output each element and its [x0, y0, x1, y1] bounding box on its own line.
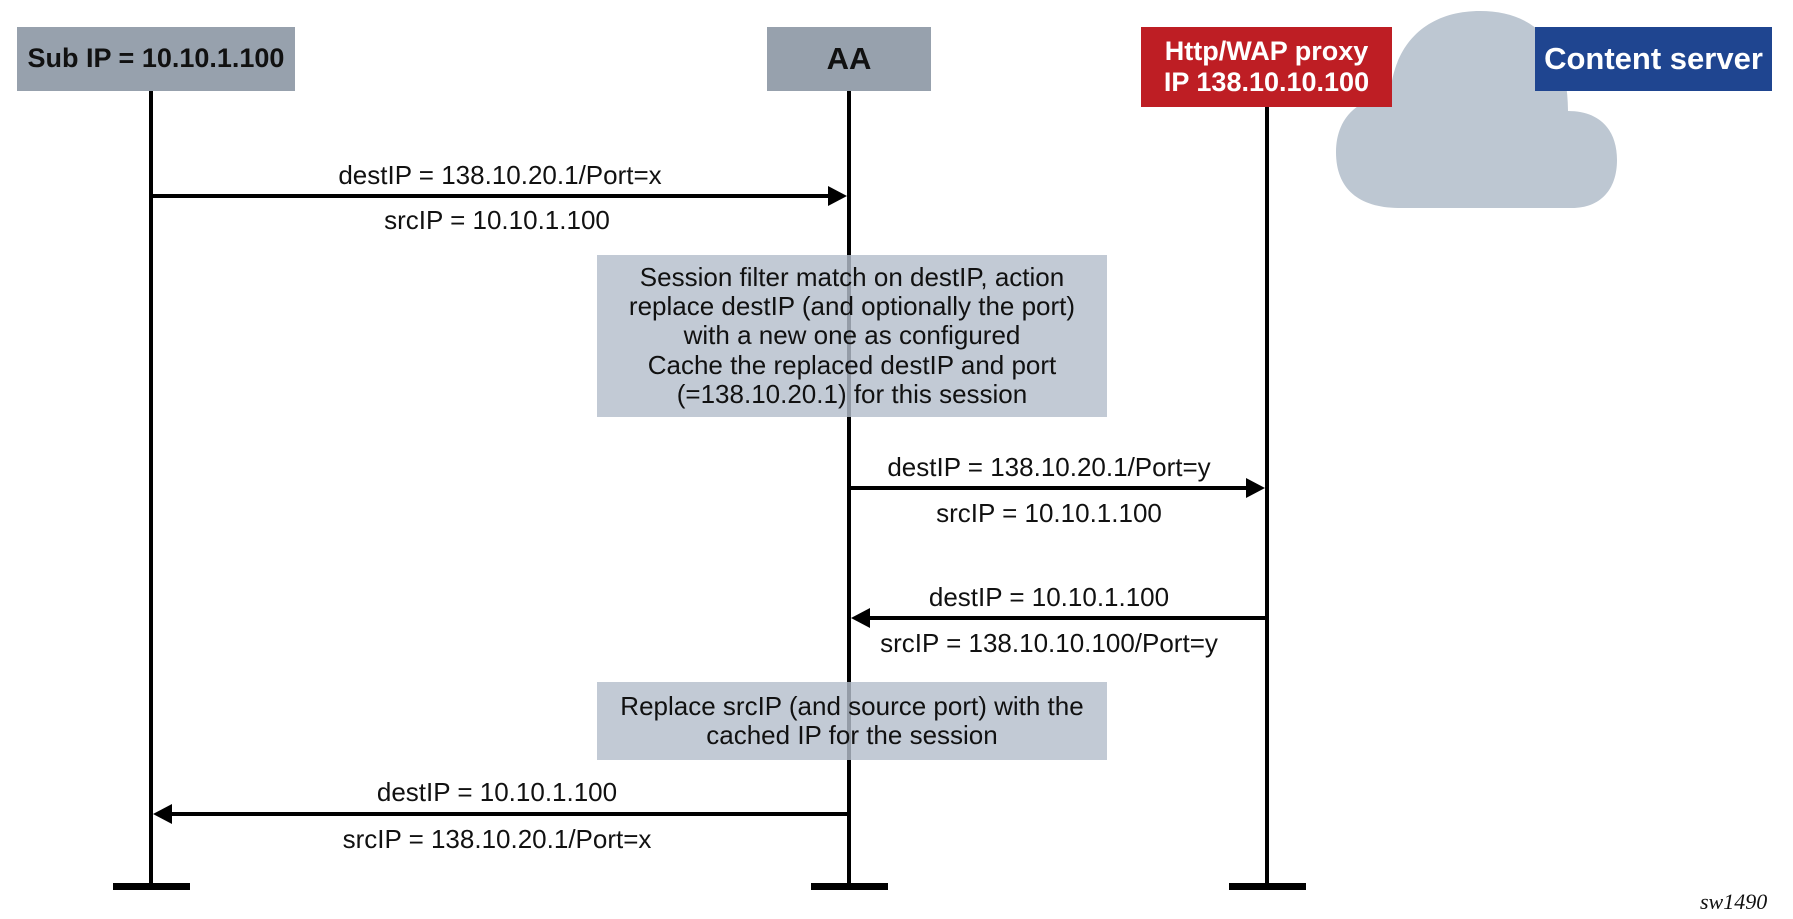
lifeline-end-proxy [1229, 883, 1306, 890]
message-3-label-above: destIP = 10.10.1.100 [928, 582, 1170, 612]
actor-proxy-label-line2: IP 138.10.10.100 [1163, 67, 1370, 97]
message-1-label-above: destIP = 138.10.20.1/Port=x [338, 160, 662, 190]
note-line: Session filter match on destIP, action [639, 262, 1065, 293]
note-line: cached IP for the session [706, 720, 998, 750]
note-line: (=138.10.20.1) for this session [676, 378, 1028, 409]
actor-aa: AA [767, 27, 931, 91]
note-line: replace destIP (and optionally the port) [628, 291, 1076, 322]
arrowhead-left-icon [153, 804, 172, 824]
message-2-label-below: srcIP = 10.10.1.100 [936, 498, 1162, 528]
message-arrow-4 [153, 804, 849, 824]
lifeline-end-aa [811, 883, 888, 890]
message-3-label-below: srcIP = 138.10.10.100/Port=y [880, 628, 1218, 658]
actor-subscriber: Sub IP = 10.10.1.100 [17, 27, 295, 91]
lifeline-end-subscriber [113, 883, 190, 890]
arrowhead-right-icon [1246, 478, 1265, 498]
message-arrow-2 [849, 478, 1265, 498]
message-1-label-below: srcIP = 10.10.1.100 [384, 205, 610, 235]
actor-proxy-label-line1: Http/WAP proxy [1164, 35, 1369, 66]
message-4-label-below: srcIP = 138.10.20.1/Port=x [342, 824, 652, 854]
arrowhead-left-icon [851, 608, 870, 628]
arrowhead-right-icon [828, 186, 847, 206]
actor-subscriber-label: Sub IP = 10.10.1.100 [27, 43, 285, 74]
actor-proxy: Http/WAP proxy IP 138.10.10.100 [1141, 27, 1392, 107]
message-arrow-3 [851, 608, 1267, 628]
message-arrow-1 [151, 186, 847, 206]
note-session-filter: Session filter match on destIP, action r… [597, 255, 1107, 417]
figure-id: sw1490 [1700, 889, 1768, 914]
actor-content-server-label: Content server [1544, 41, 1763, 77]
note-line: Cache the replaced destIP and port [647, 349, 1057, 380]
actor-aa-label: AA [826, 41, 872, 77]
actor-content-server: Content server [1535, 27, 1772, 91]
note-line: Replace srcIP (and source port) with the [620, 690, 1084, 721]
note-replace-srcip: Replace srcIP (and source port) with the… [597, 682, 1107, 760]
message-4-label-above: destIP = 10.10.1.100 [376, 777, 618, 807]
note-line: with a new one as configured [683, 320, 1021, 351]
message-2-label-above: destIP = 138.10.20.1/Port=y [887, 452, 1211, 482]
